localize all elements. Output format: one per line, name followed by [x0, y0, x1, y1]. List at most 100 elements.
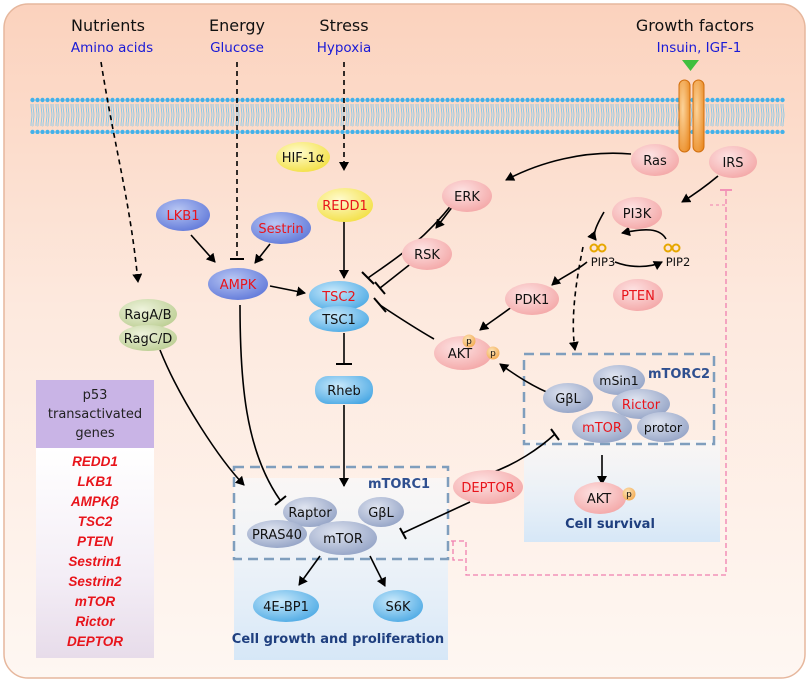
lkb1-to-ampk-arrow — [190, 234, 216, 263]
stress-label: Stress — [319, 16, 368, 35]
svg-text:p: p — [466, 337, 472, 347]
deptor-node: DEPTOR — [453, 470, 523, 504]
cell-membrane — [30, 96, 785, 134]
phospho-badge — [462, 334, 476, 348]
pip2-node: PIP2 — [663, 243, 690, 269]
rictor-node — [612, 389, 670, 419]
deptor-mtorc2-tbar — [550, 428, 560, 441]
pip2-to-pip3-arrow — [621, 226, 667, 240]
p53-gene-item: Sestrin2 — [68, 574, 122, 589]
phosphate-icon — [597, 243, 607, 253]
tsc1-node: TSC1 — [309, 306, 369, 332]
p53-gene-item: DEPTOR — [66, 634, 123, 649]
svg-text:mTOR: mTOR — [582, 421, 622, 436]
ras-to-erk-arrow — [505, 152, 632, 181]
p53-header-line1: p53 — [82, 387, 108, 403]
ampk-node: AMPK — [208, 268, 268, 300]
pip3-node: PIP3 — [589, 243, 616, 269]
rag-to-mtorc1-arrow — [159, 349, 245, 486]
svg-text:Ras: Ras — [643, 154, 667, 169]
svg-text:PTEN: PTEN — [621, 289, 655, 304]
svg-text:4E-BP1: 4E-BP1 — [263, 600, 309, 615]
akt-node: AKT p p — [434, 334, 500, 370]
svg-text:LKB1: LKB1 — [167, 209, 200, 224]
erk-to-rsk-arrow — [435, 205, 454, 229]
pi3k-to-pip3-arrow — [587, 211, 605, 241]
ras-node: Ras — [631, 144, 679, 176]
svg-text:PRAS40: PRAS40 — [252, 528, 302, 543]
svg-text:AMPK: AMPK — [220, 278, 257, 293]
mtorc2-complex: mSin1 GβL Rictor protor mTOR — [543, 365, 689, 443]
hif1a-node: HIF-1α — [276, 142, 330, 172]
rsk-node: RSK — [402, 238, 452, 270]
glucose-label: Glucose — [210, 40, 264, 56]
pdk1-node: PDK1 — [505, 283, 559, 315]
svg-text:TSC2: TSC2 — [321, 290, 356, 305]
lkb1-node: LKB1 — [156, 199, 210, 231]
deptor-mtorc1-tbar — [399, 527, 407, 540]
phospho-badge — [486, 346, 500, 360]
svg-text:RagC/D: RagC/D — [124, 332, 172, 347]
feedback-line-branch — [452, 541, 466, 561]
p53-genes-header: p53 transactivated genes — [36, 380, 154, 448]
gbl2-node — [543, 383, 593, 413]
svg-text:mSin1: mSin1 — [599, 373, 638, 388]
s6k-node: S6K — [373, 590, 423, 622]
svg-text:Rictor: Rictor — [622, 398, 661, 413]
p53-gene-item: Sestrin1 — [68, 554, 122, 569]
pdk1-to-akt-arrow — [479, 305, 514, 331]
feedback-inhibition-line — [451, 190, 727, 576]
ampk-to-raptor-inhibition — [239, 304, 281, 501]
mtorc1-complex: Raptor GβL PRAS40 mTOR — [247, 497, 404, 555]
energy-label: Energy — [209, 16, 265, 35]
growth-factors-label: Growth factors — [636, 16, 754, 35]
cell-growth-outcome: Cell growth and proliferation — [232, 632, 444, 647]
svg-text:DEPTOR: DEPTOR — [461, 481, 514, 496]
cell-survival-outcome: Cell survival — [565, 517, 655, 532]
akt-survival-node: AKT p — [574, 482, 636, 514]
rsk-tbar — [374, 281, 386, 295]
pi3k-node: PI3K — [612, 197, 662, 229]
msin1-node — [593, 365, 645, 395]
svg-text:Raptor: Raptor — [288, 506, 332, 521]
svg-text:AKT: AKT — [587, 492, 611, 507]
p53-gene-list: REDD1 LKB1 AMPKβ TSC2 PTEN Sestrin1 Sest… — [36, 448, 154, 658]
p53-gene-item: TSC2 — [77, 514, 113, 529]
svg-text:PIP3: PIP3 — [591, 255, 616, 269]
svg-text:RSK: RSK — [414, 248, 440, 263]
p53-gene-item: LKB1 — [77, 474, 113, 489]
akt-tbar — [373, 297, 387, 313]
protor-node — [637, 412, 689, 442]
nutrients-to-rag-arrow — [100, 61, 143, 283]
rsk-to-tsc-inhibition — [379, 261, 414, 289]
svg-text:RagA/B: RagA/B — [124, 308, 171, 323]
tsc2-node: TSC2 — [309, 281, 369, 311]
raptor-node — [283, 497, 337, 527]
mtorc1-to-4ebp1-arrow — [298, 555, 321, 586]
akt-to-tsc-inhibition — [379, 304, 435, 340]
p53-header-line2: transactivated — [47, 406, 143, 422]
p53-gene-item: PTEN — [76, 534, 113, 549]
growth-factor-receptor — [678, 60, 705, 153]
p53-genes-panel: p53 transactivated genes REDD1 LKB1 AMPK… — [36, 380, 154, 658]
sestrin-to-ampk-arrow — [254, 243, 271, 264]
mtorc1-label: mTORC1 — [368, 477, 430, 492]
mtorc2-label: mTORC2 — [648, 367, 710, 382]
svg-text:HIF-1α: HIF-1α — [282, 151, 325, 166]
pip3-to-mtorc2-arrow — [568, 246, 584, 351]
svg-text:mTOR: mTOR — [323, 532, 363, 547]
pras40-node — [247, 520, 307, 548]
hypoxia-label: Hypoxia — [317, 40, 372, 56]
p53-gene-item: REDD1 — [72, 454, 118, 469]
svg-text:AKT: AKT — [448, 347, 472, 362]
pip3-to-pdk1-arrow — [551, 261, 588, 286]
irs-to-pi3k-arrow — [681, 175, 719, 203]
svg-text:PI3K: PI3K — [623, 207, 652, 222]
p53-gene-item: AMPKβ — [70, 494, 120, 509]
redd1-node: REDD1 — [317, 188, 373, 222]
sestrin-node: Sestrin — [251, 212, 311, 244]
irs-node: IRS — [709, 146, 757, 178]
svg-text:IRS: IRS — [722, 156, 743, 171]
